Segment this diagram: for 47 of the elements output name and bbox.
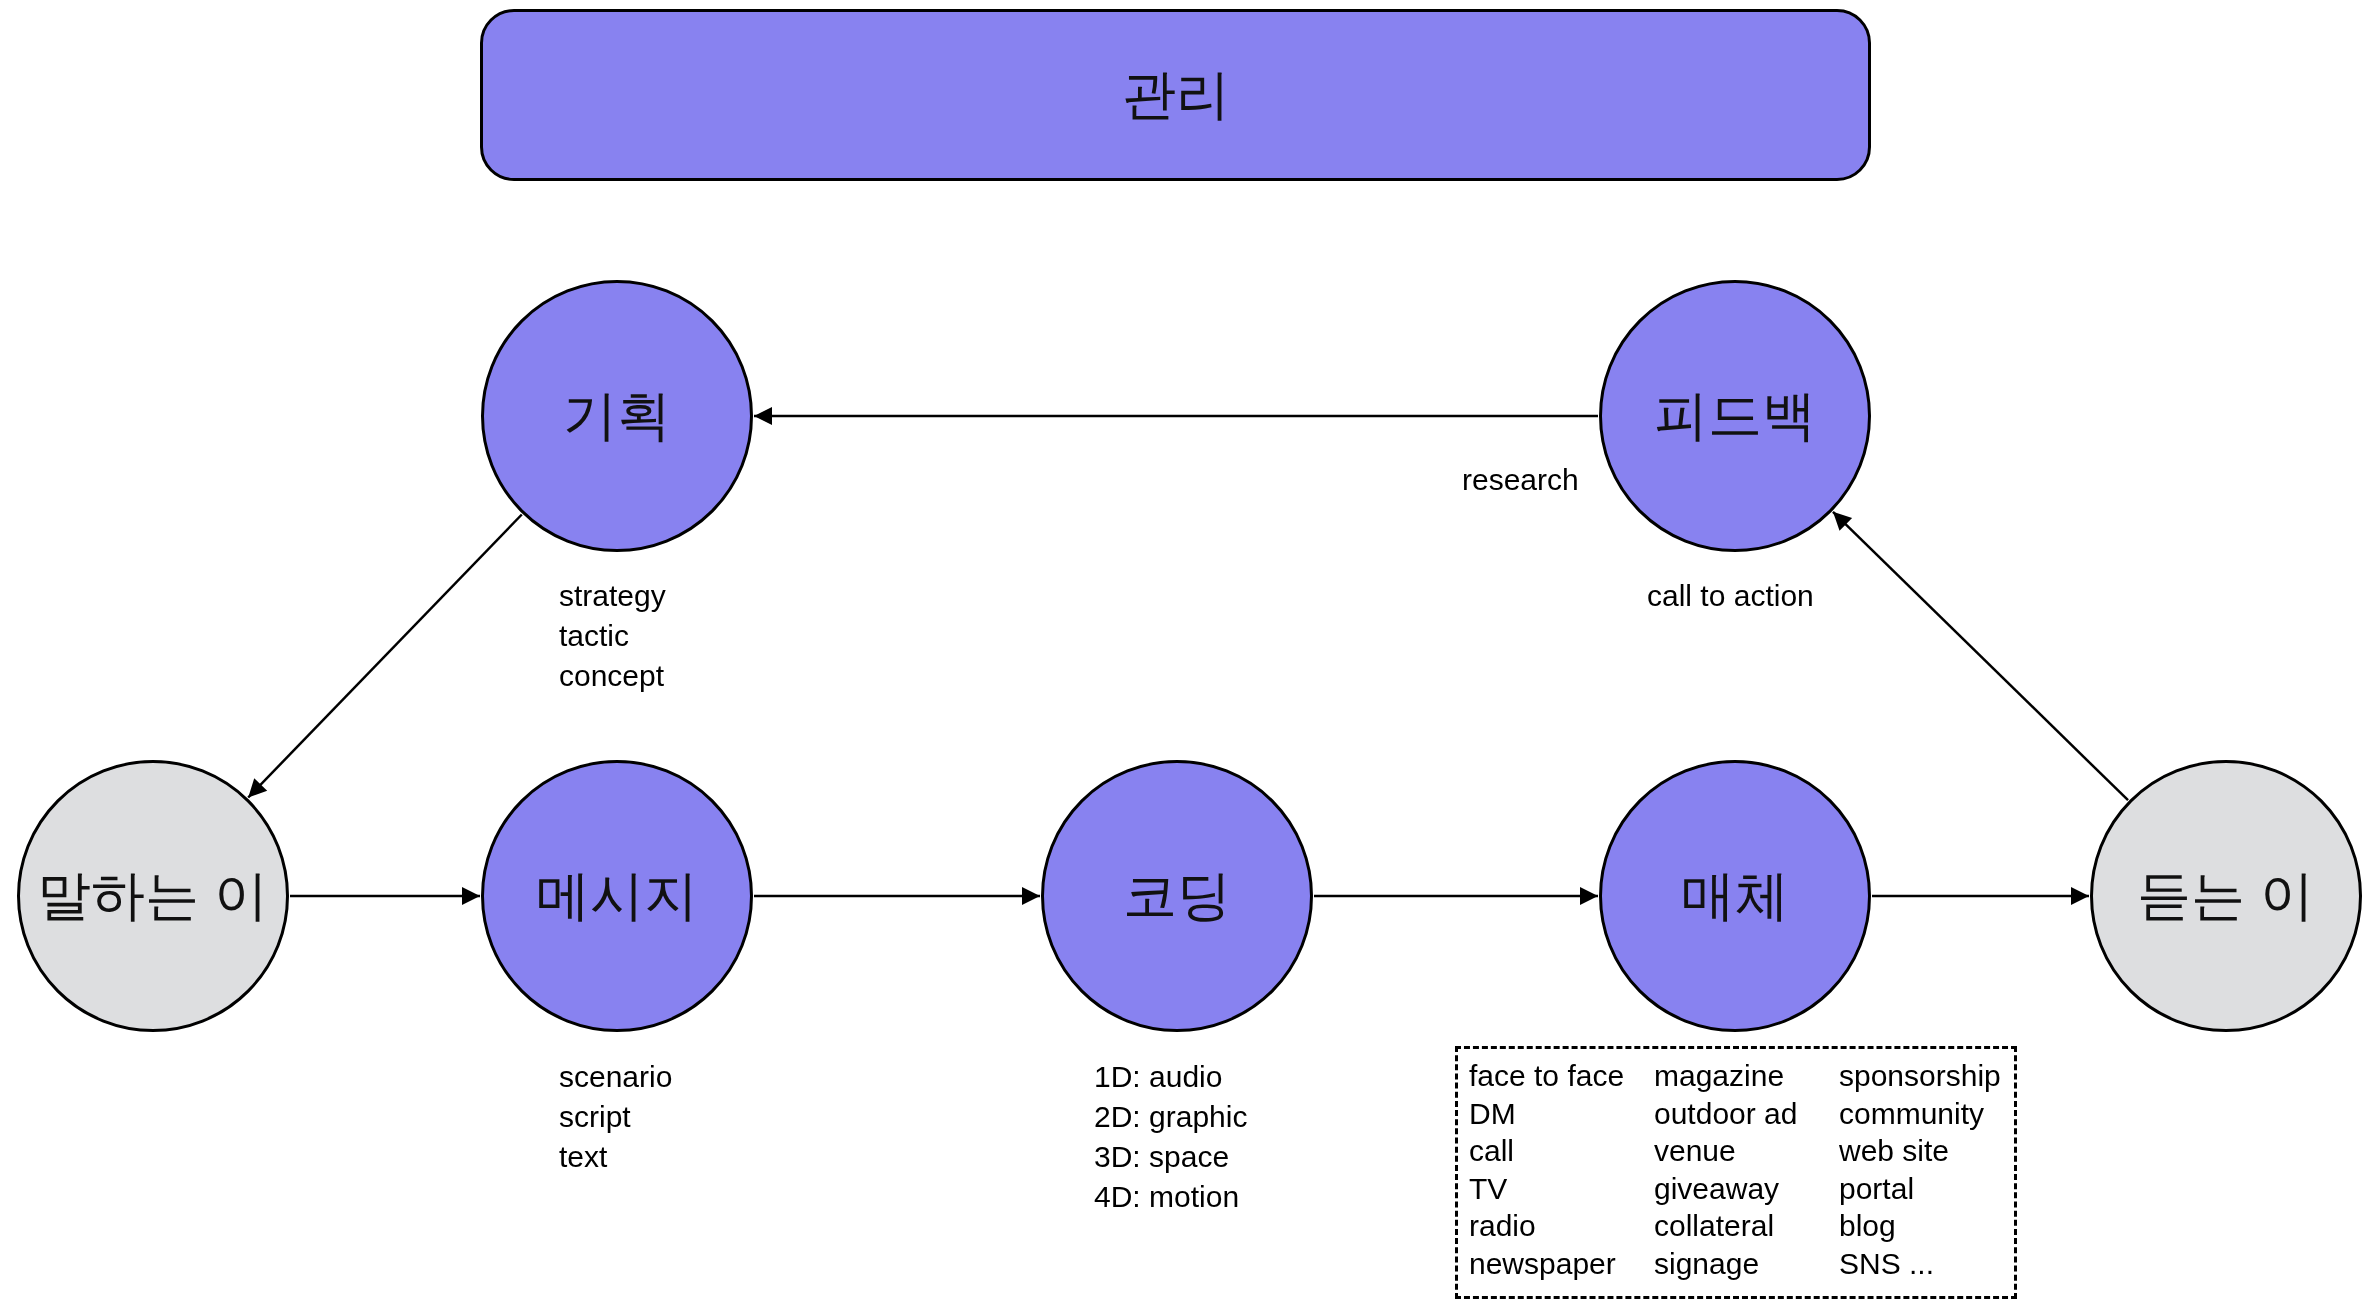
annotation-text: call to action: [1647, 578, 1814, 614]
circle-label: 듣는 이: [2137, 863, 2315, 927]
arrow: [754, 887, 1040, 905]
annotation-text: tactic: [559, 618, 630, 654]
arrow: [1832, 510, 2129, 802]
circle-label: 말하는 이: [37, 863, 269, 927]
circle-label: 피드백: [1654, 383, 1816, 447]
media-item: portal: [1839, 1170, 1915, 1207]
media-item: SNS ...: [1839, 1245, 1935, 1282]
annotation-text: strategy: [559, 578, 666, 614]
annotation-text: 3D: space: [1094, 1139, 1230, 1175]
media-item: outdoor ad: [1654, 1095, 1798, 1132]
media-list-box: [1455, 1046, 2017, 1299]
annotation-text: scenario: [559, 1059, 673, 1095]
arrow: [754, 407, 1598, 425]
media-item: web site: [1839, 1133, 1950, 1169]
media-item: DM: [1469, 1095, 1516, 1132]
circle-label: 매체: [1681, 863, 1789, 927]
media-item: face to face: [1469, 1058, 1625, 1094]
arrow: [290, 887, 480, 905]
annotation-text: 1D: audio: [1094, 1059, 1223, 1095]
arrow: [1314, 887, 1598, 905]
media-item: radio: [1469, 1208, 1536, 1244]
arrow: [1872, 887, 2089, 905]
bar-label: 관리: [1121, 62, 1230, 126]
media-item: venue: [1654, 1133, 1736, 1169]
circle-label: 기획: [563, 383, 671, 447]
annotation-text: research: [1462, 462, 1579, 498]
annotation-text: text: [559, 1139, 608, 1175]
annotation-text: 2D: graphic: [1094, 1099, 1248, 1135]
management-bar: [480, 9, 1871, 181]
media-item: community: [1839, 1095, 1985, 1132]
media-item: call: [1469, 1133, 1514, 1169]
media-item: sponsorship: [1839, 1058, 2001, 1094]
media-item: giveaway: [1654, 1170, 1780, 1207]
circle-label: 코딩: [1123, 863, 1231, 927]
media-item: magazine: [1654, 1058, 1785, 1094]
annotation-text: 4D: motion: [1094, 1179, 1240, 1215]
media-item: blog: [1839, 1208, 1896, 1244]
media-item: signage: [1654, 1245, 1760, 1282]
media-item: collateral: [1654, 1208, 1775, 1244]
annotation-text: script: [559, 1099, 631, 1135]
media-item: TV: [1469, 1170, 1508, 1207]
arrow: [247, 513, 523, 799]
media-item: newspaper: [1469, 1245, 1616, 1282]
circle-label: 메시지: [536, 863, 698, 927]
annotation-text: concept: [559, 658, 665, 694]
